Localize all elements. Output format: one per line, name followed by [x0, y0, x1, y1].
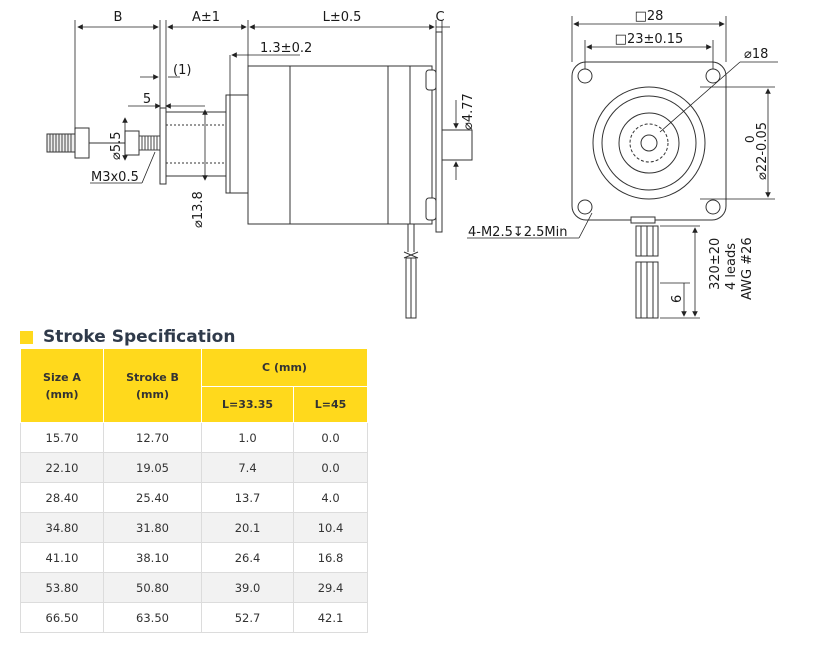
- dim-tol-zero-label: 0: [743, 135, 757, 143]
- side-view: [46, 20, 473, 319]
- cell-stroke-b: 31.80: [103, 512, 202, 543]
- front-plate: [159, 107, 167, 185]
- header-stroke-b: Stroke B (mm): [103, 348, 202, 423]
- front-view: [467, 16, 778, 319]
- dim-d18-label: ⌀18: [744, 47, 768, 62]
- dim-l-label: L±0.5: [323, 10, 362, 25]
- front-lead-wires: [635, 225, 659, 319]
- cell-c-l1: 39.0: [201, 572, 294, 603]
- dim-sq28-label: □28: [635, 9, 664, 24]
- header-size-a: Size A (mm): [20, 348, 104, 423]
- cell-size-a: 34.80: [20, 512, 104, 543]
- rear-screw-top: [425, 69, 437, 91]
- cell-stroke-b: 38.10: [103, 542, 202, 573]
- dim-5-5-label: ⌀5.5: [109, 131, 124, 160]
- spec-header: Stroke Specification: [20, 326, 235, 348]
- cell-c-l1: 26.4: [201, 542, 294, 573]
- dim-13-8-label: ⌀13.8: [191, 191, 206, 228]
- dim-1-label: (1): [173, 63, 191, 78]
- rear-flange: [435, 31, 443, 233]
- shaft-hole: [640, 134, 658, 152]
- stroke-spec-table: Size A (mm) Stroke B (mm) C (mm) L=33.35…: [20, 348, 368, 633]
- cell-stroke-b: 19.05: [103, 452, 202, 483]
- header-c: C (mm): [201, 348, 368, 387]
- title-marker: [20, 330, 33, 344]
- cell-c-l1: 20.1: [201, 512, 294, 543]
- mount-hole-bl: [577, 199, 593, 215]
- dim-leads-label: 4 leads: [724, 243, 739, 290]
- cell-c-l2: 16.8: [293, 542, 368, 573]
- dim-4-77-label: ⌀4.77: [461, 93, 476, 130]
- dim-a-label: A±1: [192, 10, 220, 25]
- cell-c-l2: 4.0: [293, 482, 368, 513]
- dimension-drawing: B A±1 L±0.5 C 1.3±0.2 (1) 5 ⌀5.5 M3x0.5 …: [46, 9, 778, 319]
- cell-c-l2: 42.1: [293, 602, 368, 633]
- dim-6-label: 6: [670, 295, 685, 303]
- spec-title: Stroke Specification: [43, 327, 236, 347]
- cell-c-l1: 52.7: [201, 602, 294, 633]
- cell-stroke-b: 63.50: [103, 602, 202, 633]
- pilot-inner: [601, 95, 697, 191]
- cell-c-l2: 0.0: [293, 452, 368, 483]
- dim-5-label: 5: [143, 92, 151, 107]
- cell-stroke-b: 25.40: [103, 482, 202, 513]
- cell-size-a: 53.80: [20, 572, 104, 603]
- dim-c-label: C: [435, 10, 444, 25]
- cell-c-l1: 13.7: [201, 482, 294, 513]
- motor-body: [247, 65, 433, 225]
- mount-hole-br: [705, 199, 721, 215]
- cell-c-l2: 29.4: [293, 572, 368, 603]
- lead-screw-housing: [165, 111, 227, 177]
- header-c-l1: L=33.35: [201, 386, 294, 423]
- cell-stroke-b: 12.70: [103, 422, 202, 453]
- cell-stroke-b: 50.80: [103, 572, 202, 603]
- pilot-outer: [592, 86, 706, 200]
- cell-c-l1: 1.0: [201, 422, 294, 453]
- rear-shaft: [441, 129, 473, 161]
- cell-c-l1: 7.4: [201, 452, 294, 483]
- cell-size-a: 41.10: [20, 542, 104, 573]
- motor-face-square: [571, 61, 727, 221]
- dim-holes-label: 4-M2.5↧2.5Min: [468, 225, 568, 240]
- dim-b-label: B: [114, 10, 123, 25]
- cell-c-l2: 10.4: [293, 512, 368, 543]
- cell-c-l2: 0.0: [293, 422, 368, 453]
- cell-size-a: 66.50: [20, 602, 104, 633]
- side-lead-wires: [403, 224, 419, 319]
- screw-nut: [124, 130, 140, 156]
- boss-circle: [618, 112, 680, 174]
- motor-boss: [225, 94, 249, 194]
- dim-thread-label: M3x0.5: [91, 170, 139, 185]
- dim-1-3-label: 1.3±0.2: [260, 41, 312, 56]
- cell-size-a: 22.10: [20, 452, 104, 483]
- dim-sq23-label: □23±0.15: [615, 32, 684, 47]
- dim-d22-label: ⌀22-0.05: [755, 122, 770, 180]
- dim-awg-label: AWG #26: [740, 237, 755, 300]
- cell-size-a: 28.40: [20, 482, 104, 513]
- dim-lead-length-label: 320±20: [708, 238, 723, 290]
- gear-outline: [629, 123, 669, 163]
- rear-screw-bottom: [425, 197, 437, 221]
- screw-collar: [74, 127, 90, 159]
- header-c-l2: L=45: [293, 386, 368, 423]
- cell-size-a: 15.70: [20, 422, 104, 453]
